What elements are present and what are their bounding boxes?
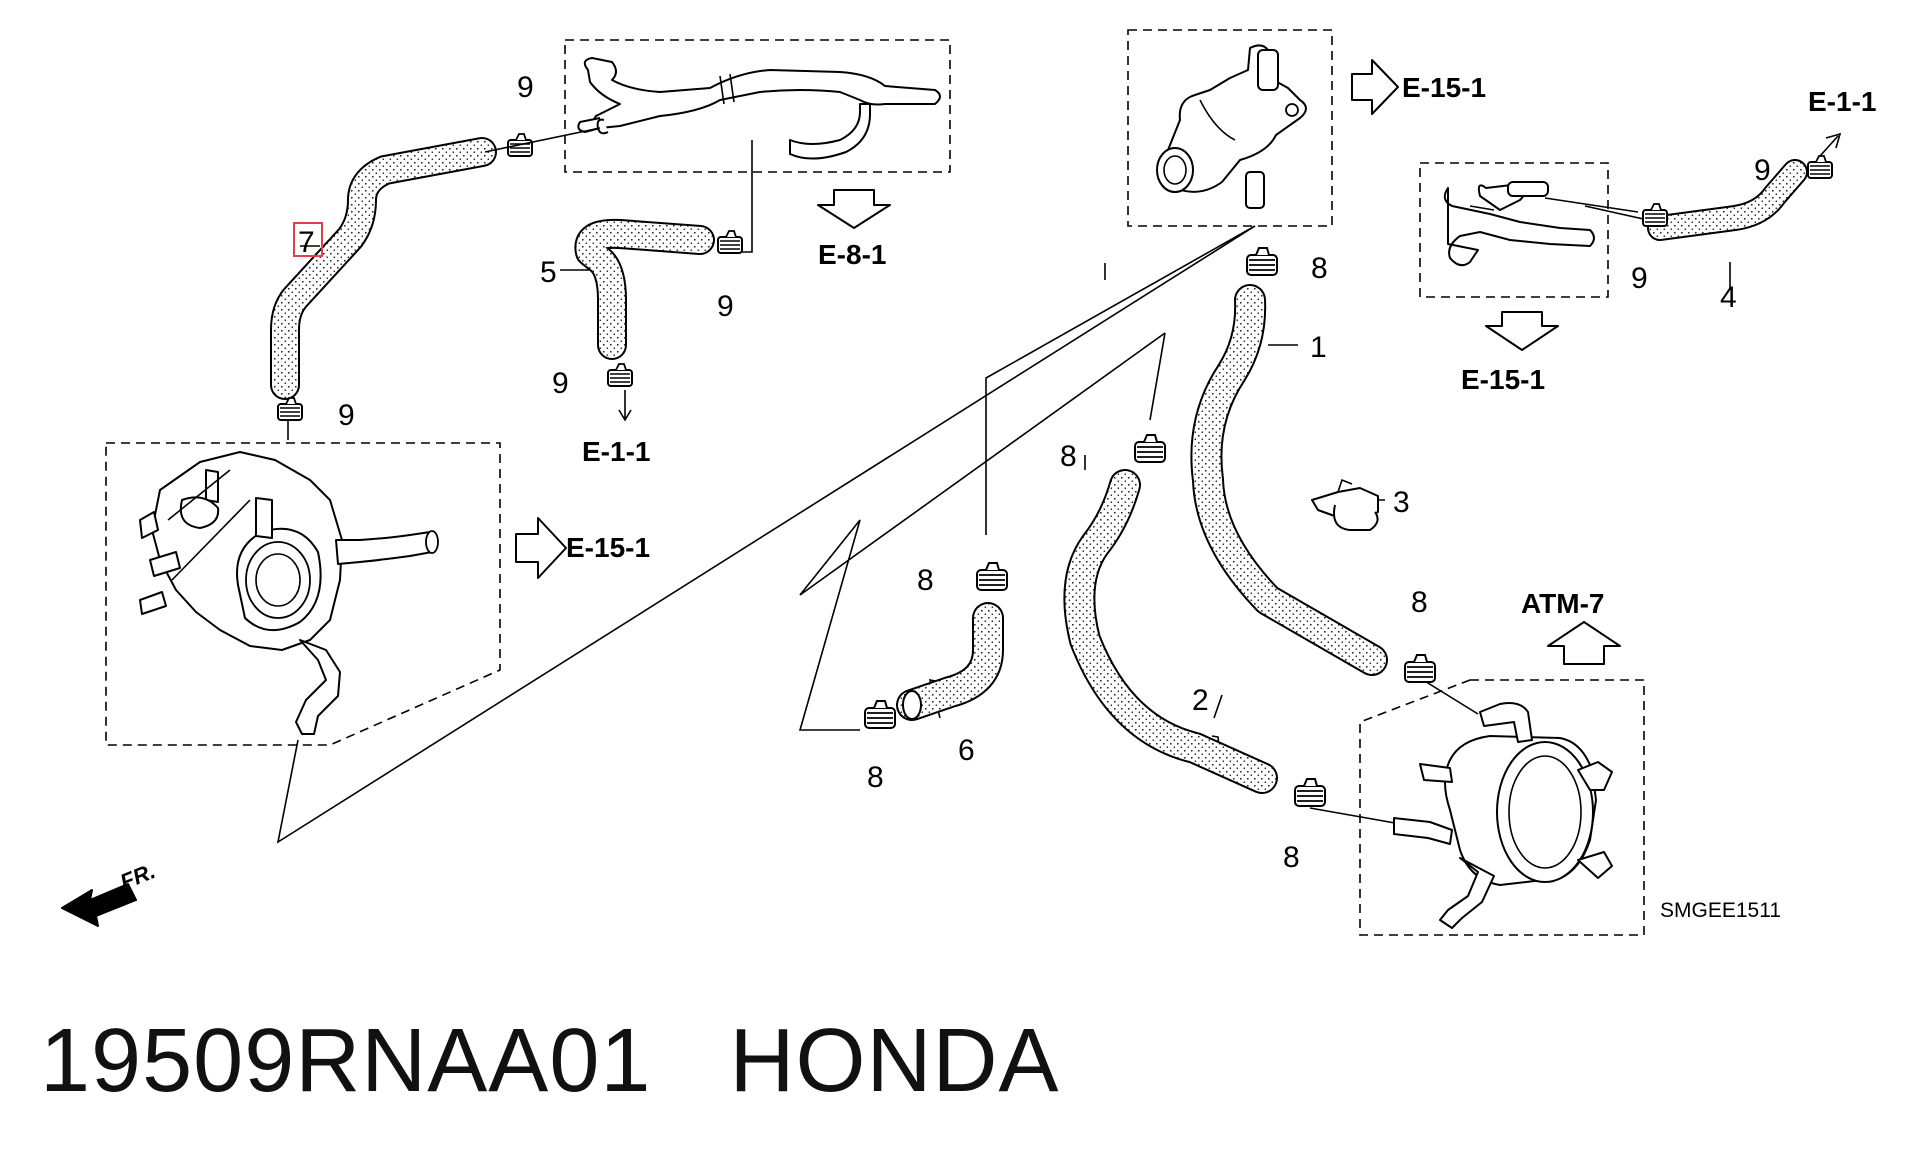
water-outlet — [1156, 44, 1307, 209]
reference-e8-1: E-8-1 — [818, 239, 886, 270]
front-marker: FR. — [117, 858, 159, 894]
flow-arrow-e11-upper — [1819, 132, 1842, 157]
brand-name: HONDA — [729, 1011, 1060, 1111]
hose-7 — [270, 137, 497, 400]
reference-e15-1-right: E-15-1 — [1461, 364, 1545, 395]
ref-arrow-e151-right — [1485, 311, 1559, 351]
ref-arrow-e151-top — [1351, 59, 1399, 115]
callout-8-top[interactable]: 8 — [1311, 252, 1328, 285]
part-number: 19509RNAA01 — [40, 1011, 652, 1111]
callout-5[interactable]: 5 — [540, 256, 557, 289]
upper-water-pipe — [484, 57, 941, 160]
clamp-9 — [277, 133, 1833, 421]
callout-9-right[interactable]: 9 — [1754, 154, 1771, 187]
reference-e1-1-lower: E-1-1 — [582, 436, 650, 467]
clamp-3-part — [1311, 478, 1379, 531]
callout-9-housing[interactable]: 9 — [338, 399, 355, 432]
callout-9-lower[interactable]: 9 — [552, 367, 569, 400]
thermostat-housing — [139, 451, 439, 735]
callout-7[interactable]: 7 — [298, 226, 315, 259]
callout-8-lower-left[interactable]: 8 — [867, 761, 884, 794]
box-upper-pipe — [564, 39, 951, 173]
ref-arrow-atm7 — [1547, 621, 1621, 665]
atf-warmer — [1393, 702, 1613, 929]
callout-2[interactable]: 2 — [1192, 684, 1209, 717]
reference-e1-1-top: E-1-1 — [1808, 86, 1876, 117]
hose-1 — [1190, 284, 1388, 676]
box-water-outlet — [1127, 29, 1333, 227]
callout-3[interactable]: 3 — [1393, 486, 1410, 519]
part-caption: 19509RNAA01 HONDA — [40, 1010, 1059, 1113]
box-bypass-pipe — [1419, 162, 1609, 298]
box-thermostat-housing — [105, 442, 501, 746]
ref-arrow-e81 — [817, 189, 891, 229]
drawing-code: SMGEE1511 — [1660, 899, 1781, 922]
bypass-pipe — [1443, 181, 1595, 267]
callout-8-hose2[interactable]: 8 — [1060, 440, 1077, 473]
box-atf-warmer — [1359, 679, 1645, 936]
hose-6 — [896, 602, 1004, 721]
front-arrow-icon — [61, 883, 137, 927]
callout-4[interactable]: 4 — [1720, 281, 1737, 314]
callout-8-lower-right[interactable]: 8 — [1283, 841, 1300, 874]
callout-9-bypass[interactable]: 9 — [1631, 262, 1648, 295]
ref-arrow-e151-left — [515, 517, 567, 579]
leader-lines — [276, 140, 1731, 844]
callout-8-hose6[interactable]: 8 — [917, 564, 934, 597]
callout-9-top[interactable]: 9 — [517, 71, 534, 104]
reference-e15-1-top: E-15-1 — [1402, 72, 1486, 103]
callout-1[interactable]: 1 — [1310, 331, 1327, 364]
hose-5 — [574, 218, 715, 360]
hose-4 — [1647, 159, 1808, 241]
reference-atm-7: ATM-7 — [1521, 588, 1604, 619]
callout-9-hose5[interactable]: 9 — [717, 290, 734, 323]
callout-6[interactable]: 6 — [958, 734, 975, 767]
callout-8-warmer[interactable]: 8 — [1411, 586, 1428, 619]
callout-7-highlight — [293, 222, 323, 257]
reference-e15-1-left: E-15-1 — [566, 532, 650, 563]
flow-arrow-e11-lower — [618, 390, 632, 422]
hose-2 — [1063, 469, 1278, 794]
